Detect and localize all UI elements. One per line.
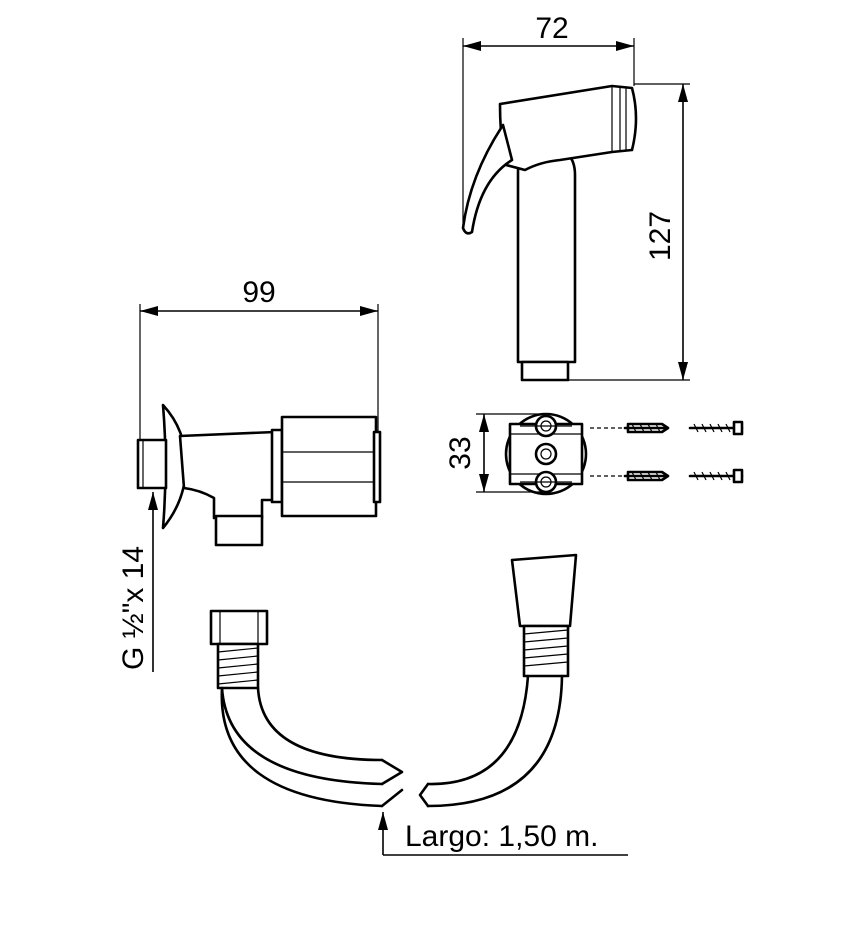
thread-label: G ½"x 14 [117,546,150,670]
hose [209,553,578,808]
hose-length-label: Largo: 1,50 m. [405,820,598,853]
dimension-99: 99 [139,276,379,440]
dim-127-label: 127 [644,211,677,261]
hose-length: Largo: 1,50 m. [378,812,628,856]
hand-sprayer [461,84,638,382]
dimension-72: 72 [462,12,635,230]
dim-99-label: 99 [242,276,275,309]
plug-bottom [623,470,670,482]
wall-anchors [590,420,744,484]
screw-top [688,420,744,436]
dimension-127: 127 [568,83,690,381]
screw-bottom [688,468,744,484]
plug-top [623,422,670,434]
thread-dimension: G ½"x 14 [117,492,158,672]
wall-valve [136,403,382,547]
dim-72-label: 72 [535,12,568,45]
dim-33-label: 33 [444,436,477,469]
dimension-33: 33 [444,413,546,493]
wall-holder [504,412,588,496]
